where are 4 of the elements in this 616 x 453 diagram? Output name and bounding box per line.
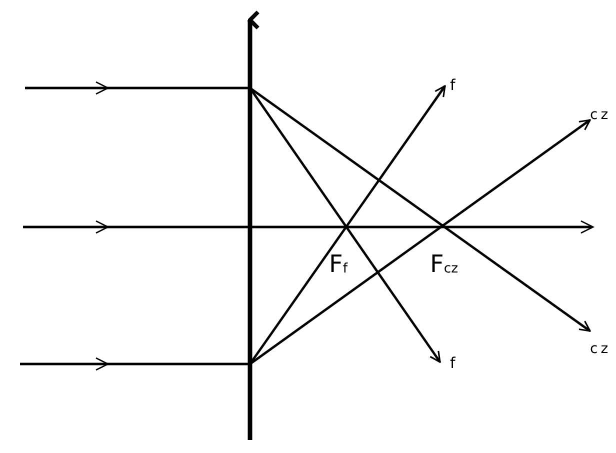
ray-label: cz (590, 342, 612, 356)
ray-label: f (450, 78, 458, 93)
ray-label: f (450, 356, 458, 371)
ray-label: cz (590, 108, 612, 122)
